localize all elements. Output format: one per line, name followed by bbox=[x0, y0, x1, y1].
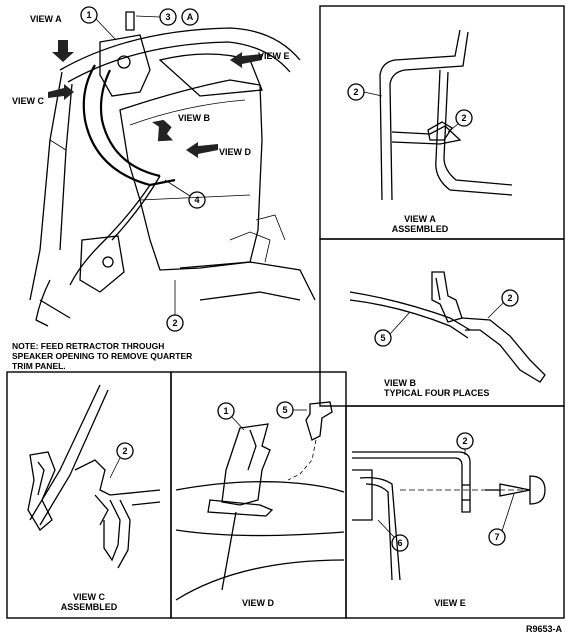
note-line-2: SPEAKER OPENING TO REMOVE QUARTER bbox=[12, 351, 192, 361]
callout-d-1: 1 bbox=[223, 406, 228, 416]
panel-a-subtitle: ASSEMBLED bbox=[392, 224, 449, 234]
note-line-3: TRIM PANEL. bbox=[12, 361, 66, 371]
label-view-c-main: VIEW C bbox=[12, 96, 45, 106]
view-a-drawing bbox=[379, 29, 513, 201]
callout-circle-main-A bbox=[181, 8, 199, 26]
panel-b-subtitle: TYPICAL FOUR PLACES bbox=[384, 388, 489, 398]
callout-circle-d-1 bbox=[217, 402, 235, 420]
callout-main-2: 2 bbox=[172, 318, 177, 328]
main-quarter-panel-illustration bbox=[29, 11, 316, 327]
callout-main-1: 1 bbox=[86, 10, 91, 20]
label-view-d-main: VIEW D bbox=[219, 147, 252, 157]
view-b-callouts bbox=[374, 289, 519, 347]
label-view-b-main: VIEW B bbox=[178, 113, 211, 123]
main-callouts bbox=[80, 6, 206, 332]
panel-b-title: VIEW B bbox=[384, 378, 417, 388]
view-e-drawing bbox=[352, 451, 546, 581]
label-view-a-main: VIEW A bbox=[30, 14, 62, 24]
panel-c-subtitle: ASSEMBLED bbox=[61, 602, 118, 612]
panel-d-title: VIEW D bbox=[242, 598, 275, 608]
callout-circle-b-2 bbox=[501, 289, 519, 307]
view-b-drawing bbox=[349, 271, 546, 383]
panel-a-title: VIEW A bbox=[404, 214, 436, 224]
view-a-callouts bbox=[347, 83, 473, 133]
callout-d-5: 5 bbox=[282, 405, 287, 415]
callout-c-2: 2 bbox=[122, 446, 127, 456]
callout-circle-e-6 bbox=[391, 534, 409, 552]
panel-c-title: VIEW C bbox=[73, 592, 106, 602]
figure-id: R9653-A bbox=[526, 624, 563, 634]
callout-circle-b-5 bbox=[374, 329, 392, 347]
panel-view-e-frame bbox=[345, 405, 565, 619]
callout-a-2-left: 2 bbox=[353, 87, 358, 97]
callout-main-4: 4 bbox=[194, 195, 199, 205]
callout-circle-e-7 bbox=[488, 528, 506, 546]
callout-circle-main-4 bbox=[188, 191, 206, 209]
view-e-callouts bbox=[377, 432, 515, 552]
callout-circle-a-2-right bbox=[455, 109, 473, 127]
callout-main-3: 3 bbox=[165, 12, 170, 22]
callout-e-6: 6 bbox=[397, 538, 402, 548]
callout-a-2-right: 2 bbox=[461, 113, 466, 123]
view-d-callouts bbox=[217, 401, 307, 431]
callout-b-2: 2 bbox=[507, 293, 512, 303]
view-c-drawing bbox=[27, 384, 161, 569]
panel-e-title: VIEW E bbox=[434, 598, 466, 608]
label-view-e-main: VIEW E bbox=[258, 51, 290, 61]
callout-e-7: 7 bbox=[494, 532, 499, 542]
callout-circle-c-2 bbox=[116, 442, 134, 460]
callout-main-A: A bbox=[187, 12, 194, 22]
view-c-callouts bbox=[109, 442, 134, 479]
note-line-1: NOTE: FEED RETRACTOR THROUGH bbox=[12, 341, 164, 351]
callout-b-5: 5 bbox=[380, 333, 385, 343]
view-d-drawing bbox=[175, 401, 345, 601]
callout-circle-main-1 bbox=[80, 6, 98, 24]
callout-e-2: 2 bbox=[462, 436, 467, 446]
